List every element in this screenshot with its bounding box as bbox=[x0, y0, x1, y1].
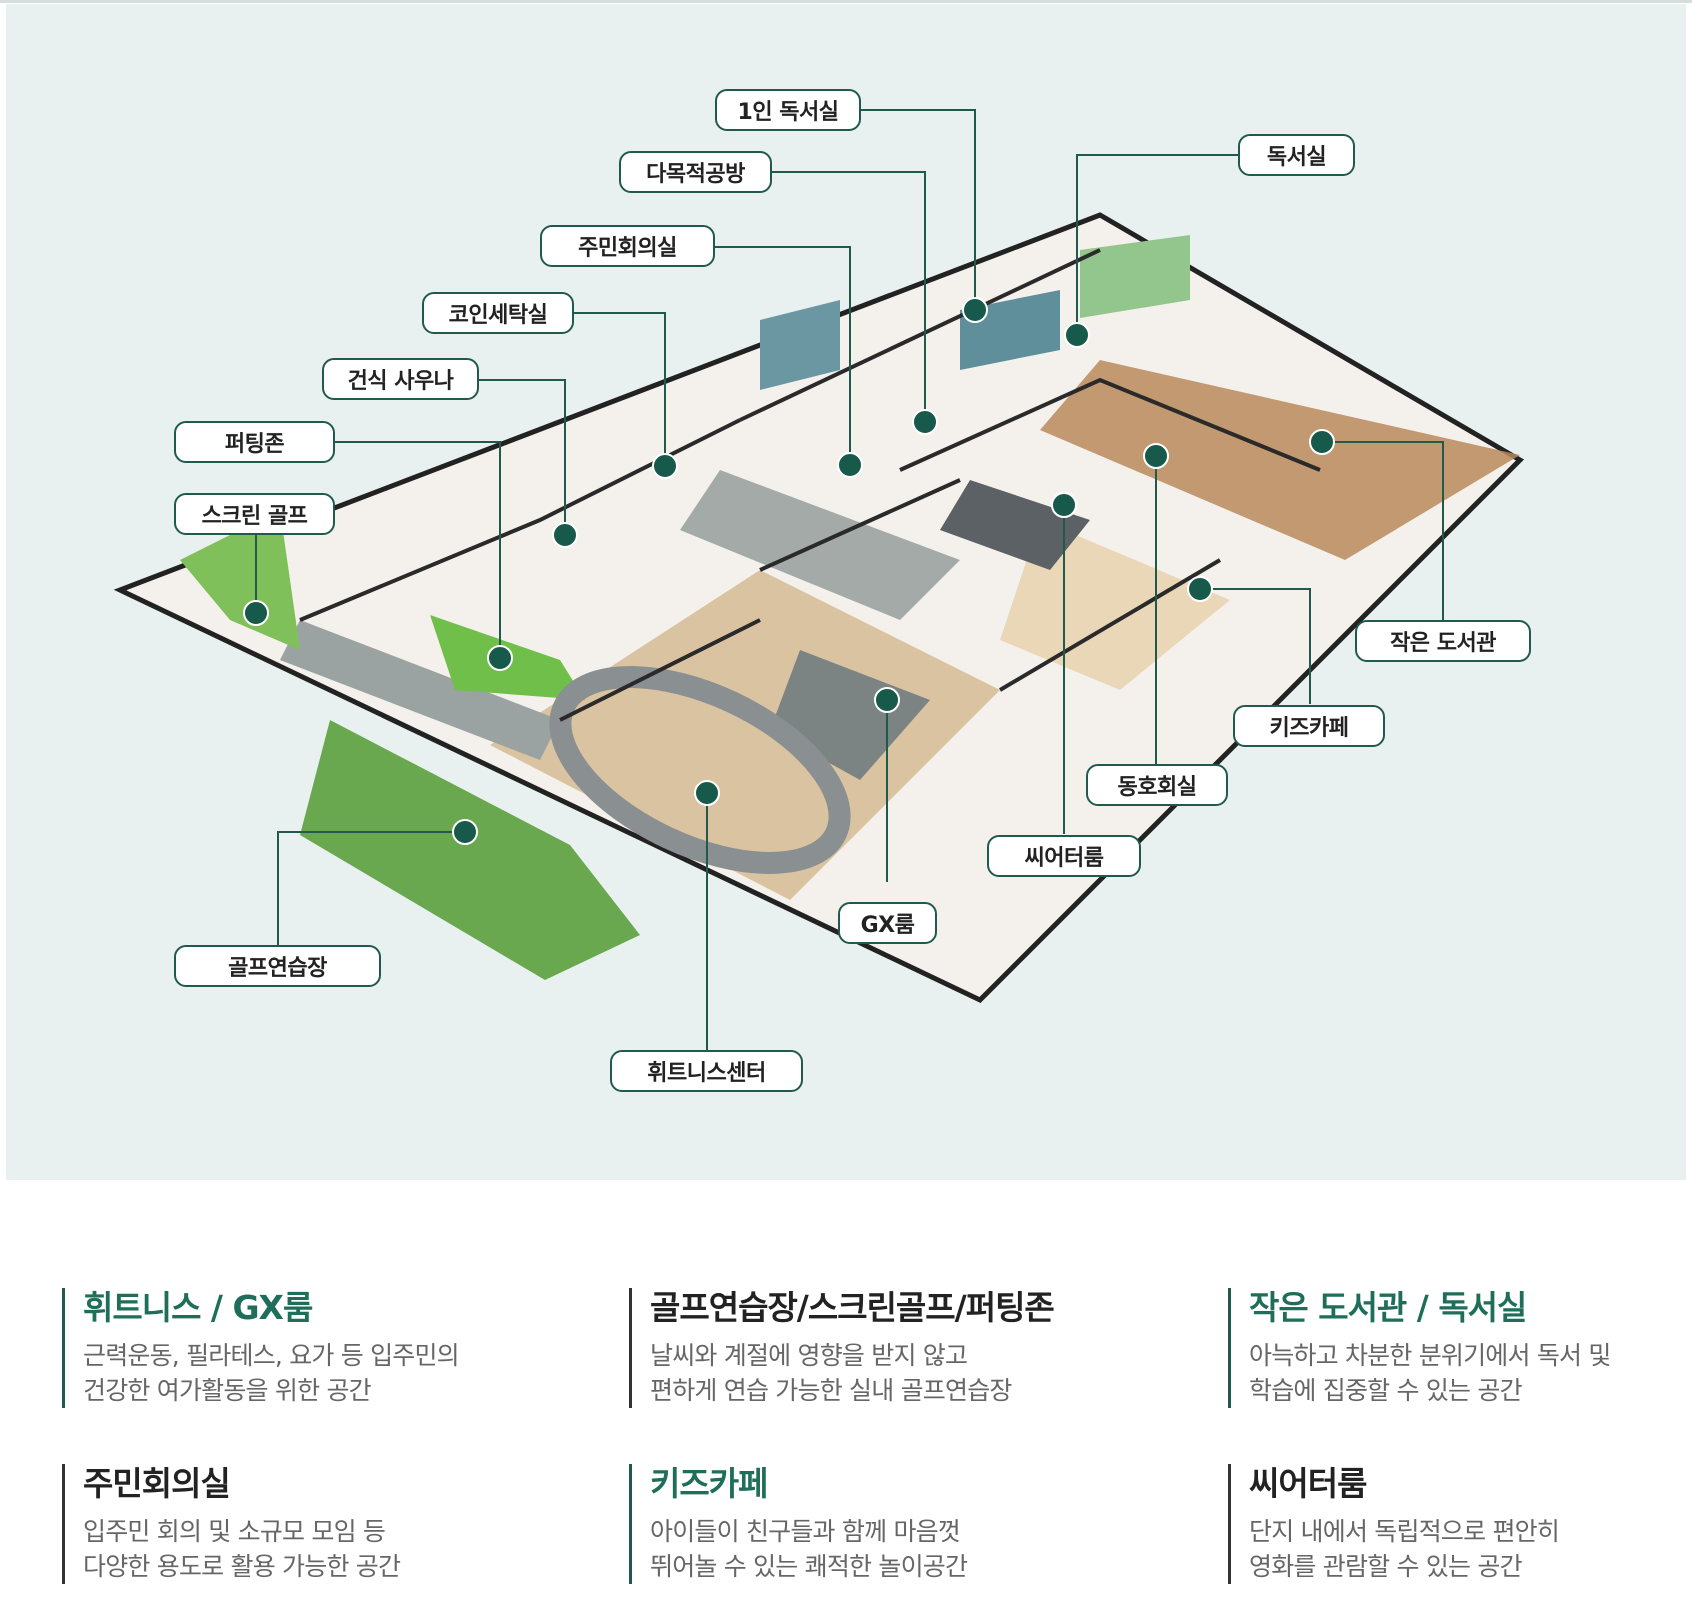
desc-golf: 골프연습장/스크린골프/퍼팅존 날씨와 계절에 영향을 받지 않고 편하게 연습… bbox=[629, 1288, 1170, 1408]
running-track bbox=[549, 666, 851, 874]
marker-multipurpose bbox=[912, 409, 938, 435]
desc-title: 작은 도서관 / 독서실 bbox=[1249, 1288, 1527, 1327]
screen-golf-room bbox=[180, 510, 300, 650]
connector-lines bbox=[255, 109, 1444, 1050]
marker-golf-practice bbox=[452, 819, 478, 845]
floor-plan-illustration bbox=[113, 109, 1525, 1050]
desc-title: 주민회의실 bbox=[83, 1464, 231, 1503]
label-meeting-room: 주민회의실 bbox=[540, 225, 715, 267]
desc-line: 영화를 관람할 수 있는 공간 bbox=[1249, 1552, 1523, 1581]
marker-screen-golf bbox=[243, 600, 269, 626]
label-theater: 씨어터룸 bbox=[987, 835, 1141, 877]
desc-line: 편하게 연습 가능한 실내 골프연습장 bbox=[650, 1376, 1012, 1405]
label-coin-laundry: 코인세탁실 bbox=[422, 292, 574, 334]
label-screen-golf: 스크린 골프 bbox=[174, 493, 335, 535]
desc-line: 다양한 용도로 활용 가능한 공간 bbox=[83, 1552, 401, 1581]
corridor-floor bbox=[280, 620, 560, 760]
desc-line: 입주민 회의 및 소규모 모임 등 bbox=[83, 1517, 386, 1546]
marker-small-library bbox=[1309, 429, 1335, 455]
marker-fitness bbox=[694, 780, 720, 806]
label-sauna: 건식 사우나 bbox=[322, 358, 479, 400]
location-markers bbox=[243, 297, 1335, 845]
marker-gx bbox=[874, 687, 900, 713]
desc-title: 키즈카페 bbox=[650, 1464, 768, 1503]
kids-floor bbox=[1000, 520, 1230, 690]
marker-kids-cafe bbox=[1187, 576, 1213, 602]
theater-floor bbox=[940, 480, 1090, 570]
desc-line: 아이들이 친구들과 함께 마음껏 bbox=[650, 1517, 961, 1546]
desc-line: 건강한 여가활동을 위한 공간 bbox=[83, 1376, 372, 1405]
golf-practice-green bbox=[300, 720, 640, 980]
desc-meeting-room: 주민회의실 입주민 회의 및 소규모 모임 등 다양한 용도로 활용 가능한 공… bbox=[62, 1464, 603, 1584]
desc-line: 날씨와 계절에 영향을 받지 않고 bbox=[650, 1341, 968, 1370]
label-gx: GX룸 bbox=[838, 902, 937, 944]
desc-theater: 씨어터룸 단지 내에서 독립적으로 편안히 영화를 관람할 수 있는 공간 bbox=[1228, 1464, 1669, 1584]
desc-title: 씨어터룸 bbox=[1249, 1464, 1367, 1503]
marker-club-room bbox=[1143, 443, 1169, 469]
marker-reading-room-single bbox=[962, 297, 988, 323]
label-fitness: 휘트니스센터 bbox=[610, 1050, 803, 1092]
label-reading-room: 독서실 bbox=[1238, 134, 1355, 176]
label-club-room: 동호회실 bbox=[1086, 764, 1228, 806]
marker-reading-room bbox=[1064, 322, 1090, 348]
partition-walls bbox=[299, 248, 1321, 722]
desc-line: 단지 내에서 독립적으로 편안히 bbox=[1249, 1517, 1560, 1546]
fitness-floor bbox=[490, 570, 1000, 900]
desc-library: 작은 도서관 / 독서실 아늑하고 차분한 분위기에서 독서 및 학습에 집중할… bbox=[1228, 1288, 1669, 1408]
label-putting: 퍼팅존 bbox=[174, 421, 335, 463]
desc-kids-cafe: 키즈카페 아이들이 친구들과 함께 마음껏 뛰어놀 수 있는 쾌적한 놀이공간 bbox=[629, 1464, 1170, 1584]
marker-sauna bbox=[552, 522, 578, 548]
desc-line: 학습에 집중할 수 있는 공간 bbox=[1249, 1376, 1523, 1405]
desc-line: 근력운동, 필라테스, 요가 등 입주민의 bbox=[83, 1341, 460, 1370]
label-reading-room-single: 1인 독서실 bbox=[715, 89, 861, 131]
library-floor bbox=[1040, 360, 1520, 560]
label-kids-cafe: 키즈카페 bbox=[1233, 705, 1385, 747]
reading-room-wall bbox=[1080, 235, 1190, 318]
desc-line: 뛰어놀 수 있는 쾌적한 놀이공간 bbox=[650, 1552, 968, 1581]
laundry-wall bbox=[760, 300, 840, 390]
marker-theater bbox=[1051, 492, 1077, 518]
top-rule bbox=[0, 0, 1692, 3]
marker-coin-laundry bbox=[652, 453, 678, 479]
marker-meeting-room bbox=[837, 452, 863, 478]
marker-putting bbox=[487, 645, 513, 671]
desc-fitness-gx: 휘트니스 / GX룸 근력운동, 필라테스, 요가 등 입주민의 건강한 여가활… bbox=[62, 1288, 603, 1408]
label-small-library: 작은 도서관 bbox=[1355, 620, 1531, 662]
desc-title: 휘트니스 / GX룸 bbox=[83, 1288, 313, 1327]
label-multipurpose: 다목적공방 bbox=[619, 151, 772, 193]
desc-line: 아늑하고 차분한 분위기에서 독서 및 bbox=[1249, 1341, 1611, 1370]
desc-title: 골프연습장/스크린골프/퍼팅존 bbox=[650, 1288, 1055, 1327]
label-golf-practice: 골프연습장 bbox=[174, 945, 381, 987]
